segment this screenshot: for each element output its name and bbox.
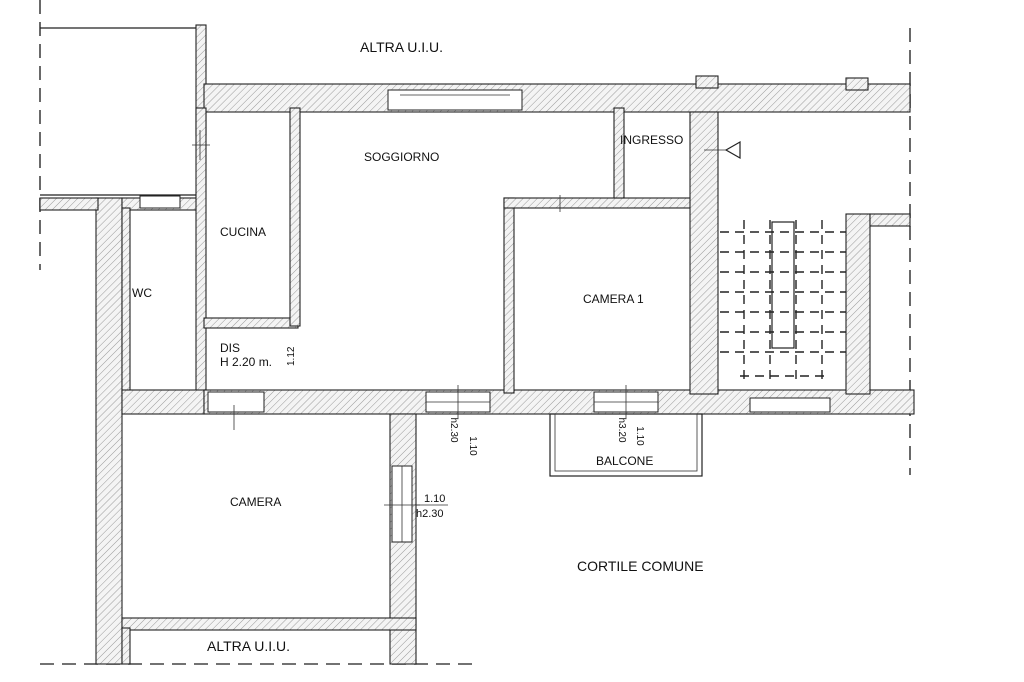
label-balcone: BALCONE xyxy=(596,454,653,468)
label-soggiorno: SOGGIORNO xyxy=(364,150,439,164)
soggiorno-window-height: h2.30 xyxy=(448,417,459,442)
windows xyxy=(139,89,831,543)
room-labels: ALTRA U.I.U. SOGGIORNO INGRESSO CUCINA W… xyxy=(132,39,704,654)
label-ingresso: INGRESSO xyxy=(620,133,683,147)
camera-window-width: 1.10 xyxy=(424,493,445,505)
label-altra-top: ALTRA U.I.U. xyxy=(360,39,443,55)
soggiorno-window-width: 1.10 xyxy=(467,436,478,456)
label-cortile: CORTILE COMUNE xyxy=(577,558,704,574)
door-marks xyxy=(192,130,741,506)
label-camera1: CAMERA 1 xyxy=(583,292,644,306)
camera-window-height: h2.30 xyxy=(416,508,444,520)
label-wc: WC xyxy=(132,286,152,300)
label-altra-bottom: ALTRA U.I.U. xyxy=(207,638,290,654)
label-dis-dimension: 1.12 xyxy=(286,346,297,366)
stairs xyxy=(720,220,846,380)
label-dis-height: H 2.20 m. xyxy=(220,355,272,369)
label-dis: DIS xyxy=(220,341,240,355)
opening-dimensions: 1.10 h2.30 1.10 h3.20 1.10 h2.30 xyxy=(416,417,645,520)
camera1-window-height: h3.20 xyxy=(616,417,627,442)
camera1-window-width: 1.10 xyxy=(634,426,645,446)
walls xyxy=(39,75,915,665)
label-camera: CAMERA xyxy=(230,495,281,509)
adjacent-unit-top-left xyxy=(40,24,207,196)
label-cucina: CUCINA xyxy=(220,225,266,239)
